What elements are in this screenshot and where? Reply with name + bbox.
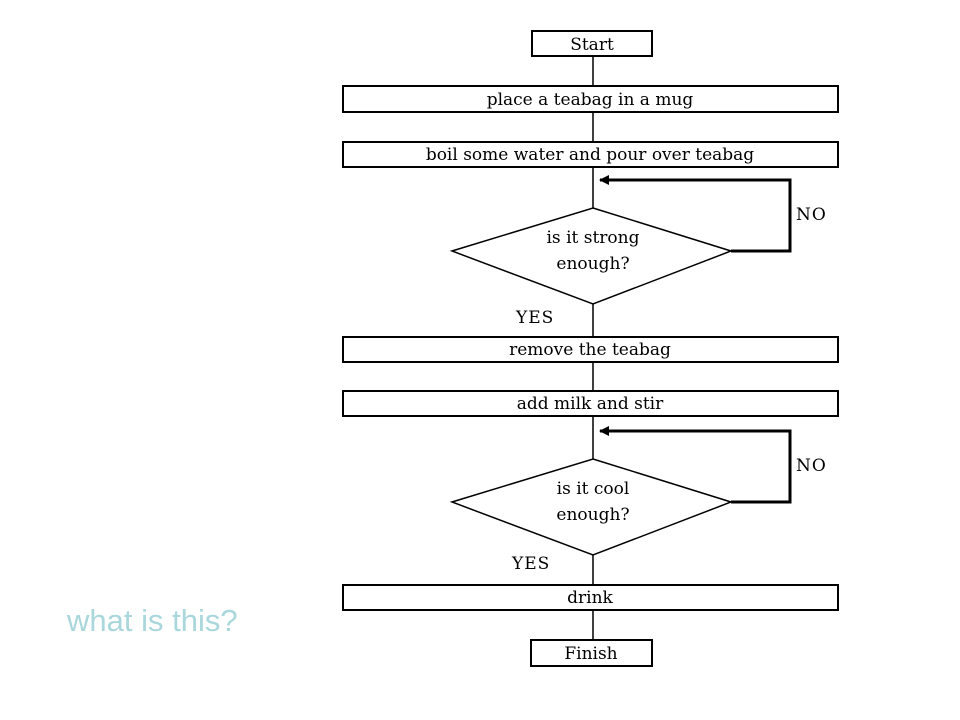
step-box-drink: drink (342, 584, 839, 611)
finish-label: Finish (564, 644, 617, 664)
step-box-place-teabag: place a teabag in a mug (342, 85, 839, 113)
no-label-1: NO (796, 205, 827, 225)
step5-label: drink (567, 588, 613, 608)
step-box-boil-water: boil some water and pour over teabag (342, 141, 839, 168)
decision1-line2: enough? (556, 254, 629, 274)
caption-text: what is this? (67, 603, 238, 638)
loop-back-arrows (599, 175, 792, 504)
start-terminal: Start (531, 30, 653, 57)
step4-label: add milk and stir (517, 394, 664, 414)
start-label: Start (570, 35, 614, 55)
step-box-add-milk: add milk and stir (342, 390, 839, 417)
decision2-line1: is it cool (557, 479, 630, 499)
decision1-line1: is it strong (547, 228, 640, 248)
loop-arrow-cool (599, 426, 792, 504)
decision2-line2: enough? (556, 505, 629, 525)
decision-strong-enough: is it strong enough? (449, 207, 734, 305)
step-box-remove-teabag: remove the teabag (342, 336, 839, 363)
yes-label-1: YES (515, 308, 554, 328)
yes-label-2: YES (511, 554, 550, 574)
step1-label: place a teabag in a mug (487, 90, 694, 110)
step3-label: remove the teabag (509, 340, 671, 360)
step2-label: boil some water and pour over teabag (426, 145, 754, 165)
finish-terminal: Finish (530, 639, 653, 667)
no-label-2: NO (796, 456, 827, 476)
loop-arrow-strong (599, 175, 792, 253)
decision-cool-enough: is it cool enough? (449, 458, 734, 556)
